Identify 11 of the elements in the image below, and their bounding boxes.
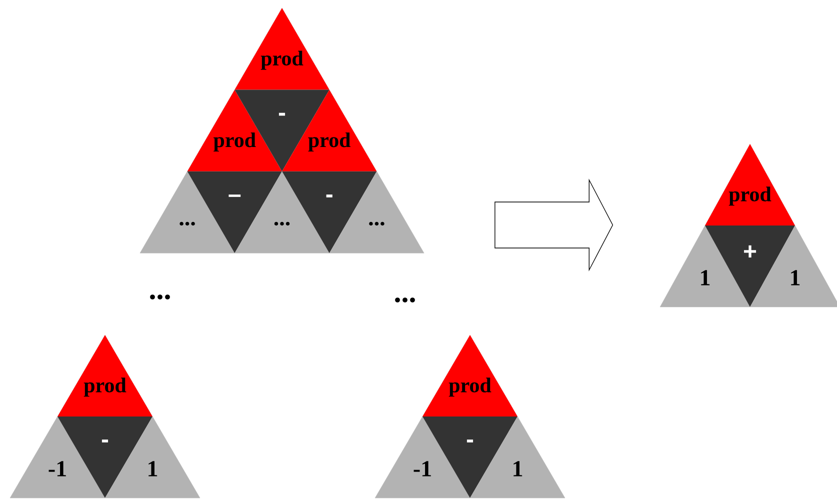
triangle-group (10, 334, 200, 498)
triangle-group (140, 8, 424, 254)
ellipsis-label: ... (150, 294, 170, 300)
triangle-group (660, 144, 837, 308)
triangle-cell: prod (58, 335, 152, 416)
triangle-cell: prod (705, 144, 795, 226)
ellipsis-label: ... (395, 298, 415, 302)
block-arrow (494, 178, 614, 272)
triangle-cell: prod (234, 8, 330, 90)
triangle-cell: prod (422, 335, 518, 416)
triangle-group (374, 334, 566, 498)
